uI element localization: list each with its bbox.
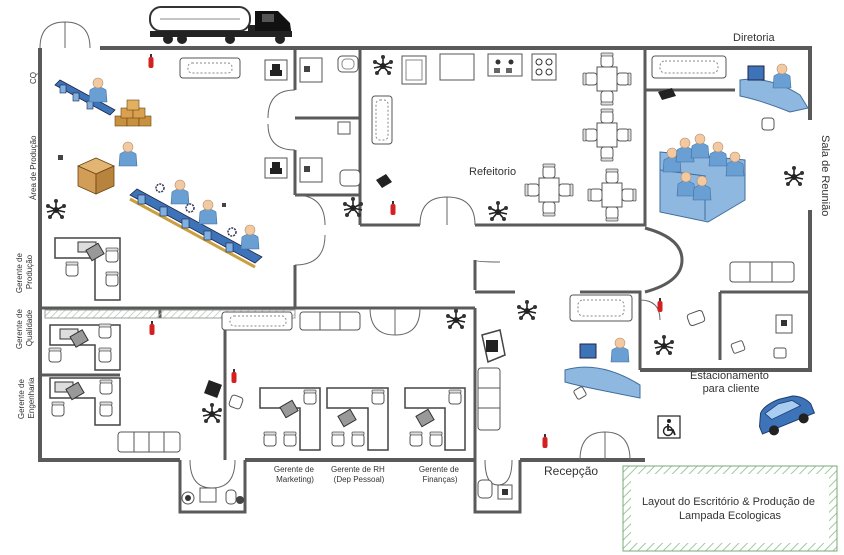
label-area-producao: Área de Produção bbox=[29, 135, 38, 200]
hall-furniture bbox=[204, 311, 361, 410]
office-gerente-qualidade bbox=[48, 323, 121, 371]
office-row bbox=[259, 387, 466, 451]
label-gerente-producao: Gerente de Produção bbox=[15, 251, 34, 294]
diretoria-furniture bbox=[651, 55, 809, 223]
production-area bbox=[54, 77, 263, 269]
legend-box bbox=[622, 465, 838, 552]
truck-icon bbox=[149, 6, 292, 44]
reception-furniture bbox=[477, 294, 641, 431]
inner-walls bbox=[40, 48, 810, 514]
label-gerente-engenharia: Gerente de Engenharia bbox=[17, 377, 36, 419]
svg-text:Layout do Escritório & Produçã: Layout do Escritório & Produção de Lampa… bbox=[642, 496, 818, 522]
wheelchair-icon bbox=[657, 415, 681, 439]
label-cq: CQ bbox=[29, 72, 38, 84]
svg-text:Gerente de Qualidade: Gerente de Qualidade bbox=[15, 307, 34, 349]
hatched-divider bbox=[44, 309, 296, 319]
bathroom-reception bbox=[477, 479, 513, 500]
plant-icon bbox=[45, 54, 805, 424]
label-sala-reuniao: Sala de Reunião bbox=[819, 135, 831, 216]
svg-text:Gerente de Produção: Gerente de Produção bbox=[15, 251, 34, 293]
label-estacionamento: Estacionamento para cliente bbox=[690, 370, 772, 395]
car-icon bbox=[758, 395, 816, 436]
label-gerente-rh: Gerente de RH (Dep Pessoal) bbox=[331, 465, 387, 484]
office-gerente-engenharia bbox=[49, 377, 181, 453]
label-recepcao: Recepção bbox=[544, 464, 598, 478]
svg-text:Gerente de Finanças): Gerente de Finanças) bbox=[419, 465, 461, 484]
bathroom-bottom bbox=[181, 487, 244, 505]
refeitorio-furniture bbox=[371, 52, 637, 222]
label-refeitorio: Refeitorio bbox=[469, 166, 516, 178]
production-top-furniture bbox=[179, 55, 361, 187]
label-gerente-financas: Gerente de Finanças) bbox=[419, 465, 461, 484]
svg-text:Gerente de RH (Dep Pesso: Gerente de RH (Dep Pessoal) bbox=[331, 465, 387, 484]
outer-walls bbox=[38, 46, 812, 462]
svg-text:Gerente de Marketing): Gerente de Marketing) bbox=[274, 465, 316, 484]
svg-text:Estacionamento para clie: Estacionamento para cliente bbox=[690, 370, 772, 395]
svg-text:Gerente de Engenharia: Gerente de Engenharia bbox=[17, 377, 36, 419]
label-diretoria: Diretoria bbox=[733, 32, 775, 44]
lounge-furniture bbox=[686, 261, 795, 359]
boxes-icon bbox=[114, 99, 152, 127]
label-gerente-marketing: Gerente de Marketing) bbox=[274, 465, 316, 484]
legend-title: Layout do Escritório & Produção de Lampa… bbox=[642, 496, 818, 522]
office-gerente-producao bbox=[54, 237, 121, 301]
label-gerente-qualidade: Gerente de Qualidade bbox=[15, 307, 34, 350]
